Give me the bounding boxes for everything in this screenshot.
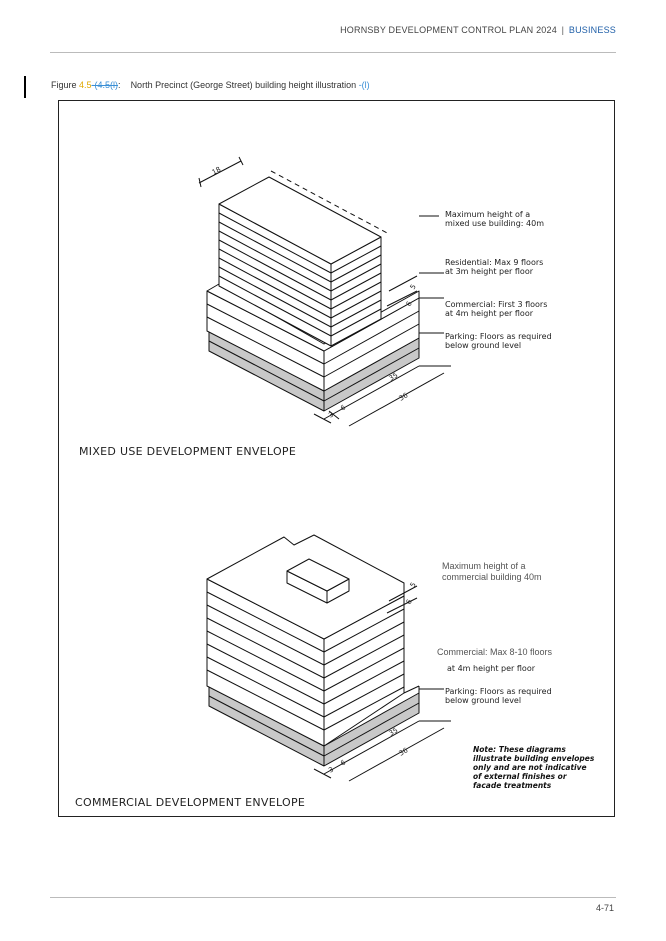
- header-rule: [50, 52, 616, 53]
- figure-title: North Precinct (George Street) building …: [130, 80, 357, 90]
- figure-caption: Figure 4.5-(4.5(l): North Precinct (Geor…: [51, 80, 370, 90]
- commercial-label-floor-height: at 4m height per floor: [447, 664, 535, 673]
- building-envelope-drawings: [198, 156, 451, 782]
- mixed-use-title: MIXED USE DEVELOPMENT ENVELOPE: [79, 445, 297, 458]
- figure-deleted-suffix: -(l): [356, 80, 370, 90]
- commercial-tower: [206, 534, 420, 747]
- figure-old-number: -(4.5(l): [91, 80, 119, 90]
- mixed-label-max-height: Maximum height of a mixed use building: …: [445, 210, 545, 228]
- mixed-label-parking: Parking: Floors as required below ground…: [445, 332, 552, 350]
- commercial-title: COMMERCIAL DEVELOPMENT ENVELOPE: [75, 796, 306, 809]
- mixed-dimension-lines: [198, 156, 451, 427]
- mixed-label-residential: Residential: Max 9 floors at 3m height p…: [445, 258, 544, 276]
- page-number: 4-71: [595, 903, 614, 913]
- commercial-label-floors: Commercial: Max 8-10 floors: [437, 647, 553, 657]
- commercial-dimension-lines: [313, 585, 451, 782]
- commercial-label-parking: Parking: Floors as required below ground…: [445, 687, 552, 705]
- mixed-residential-tower: [218, 176, 382, 347]
- header-separator: |: [561, 25, 565, 35]
- document-title: HORNSBY DEVELOPMENT CONTROL PLAN 2024: [340, 25, 557, 35]
- page-header: HORNSBY DEVELOPMENT CONTROL PLAN 2024 | …: [340, 25, 616, 35]
- footer-rule: [50, 897, 616, 898]
- figure-colon: :: [118, 80, 121, 90]
- figure-number: 4.5: [79, 80, 92, 90]
- figure-prefix: Figure: [51, 80, 80, 90]
- commercial-label-max-height: Maximum height of a commercial building …: [442, 561, 542, 582]
- mixed-label-commercial: Commercial: First 3 floors at 4m height …: [445, 300, 548, 318]
- diagram-note: Note: These diagrams illustrate building…: [473, 745, 595, 790]
- section-name: BUSINESS: [568, 25, 616, 35]
- tracked-change-bar: [24, 76, 26, 98]
- figure-frame: 18 5 6 35 36 3 6 Maximum height of a mix…: [58, 100, 615, 817]
